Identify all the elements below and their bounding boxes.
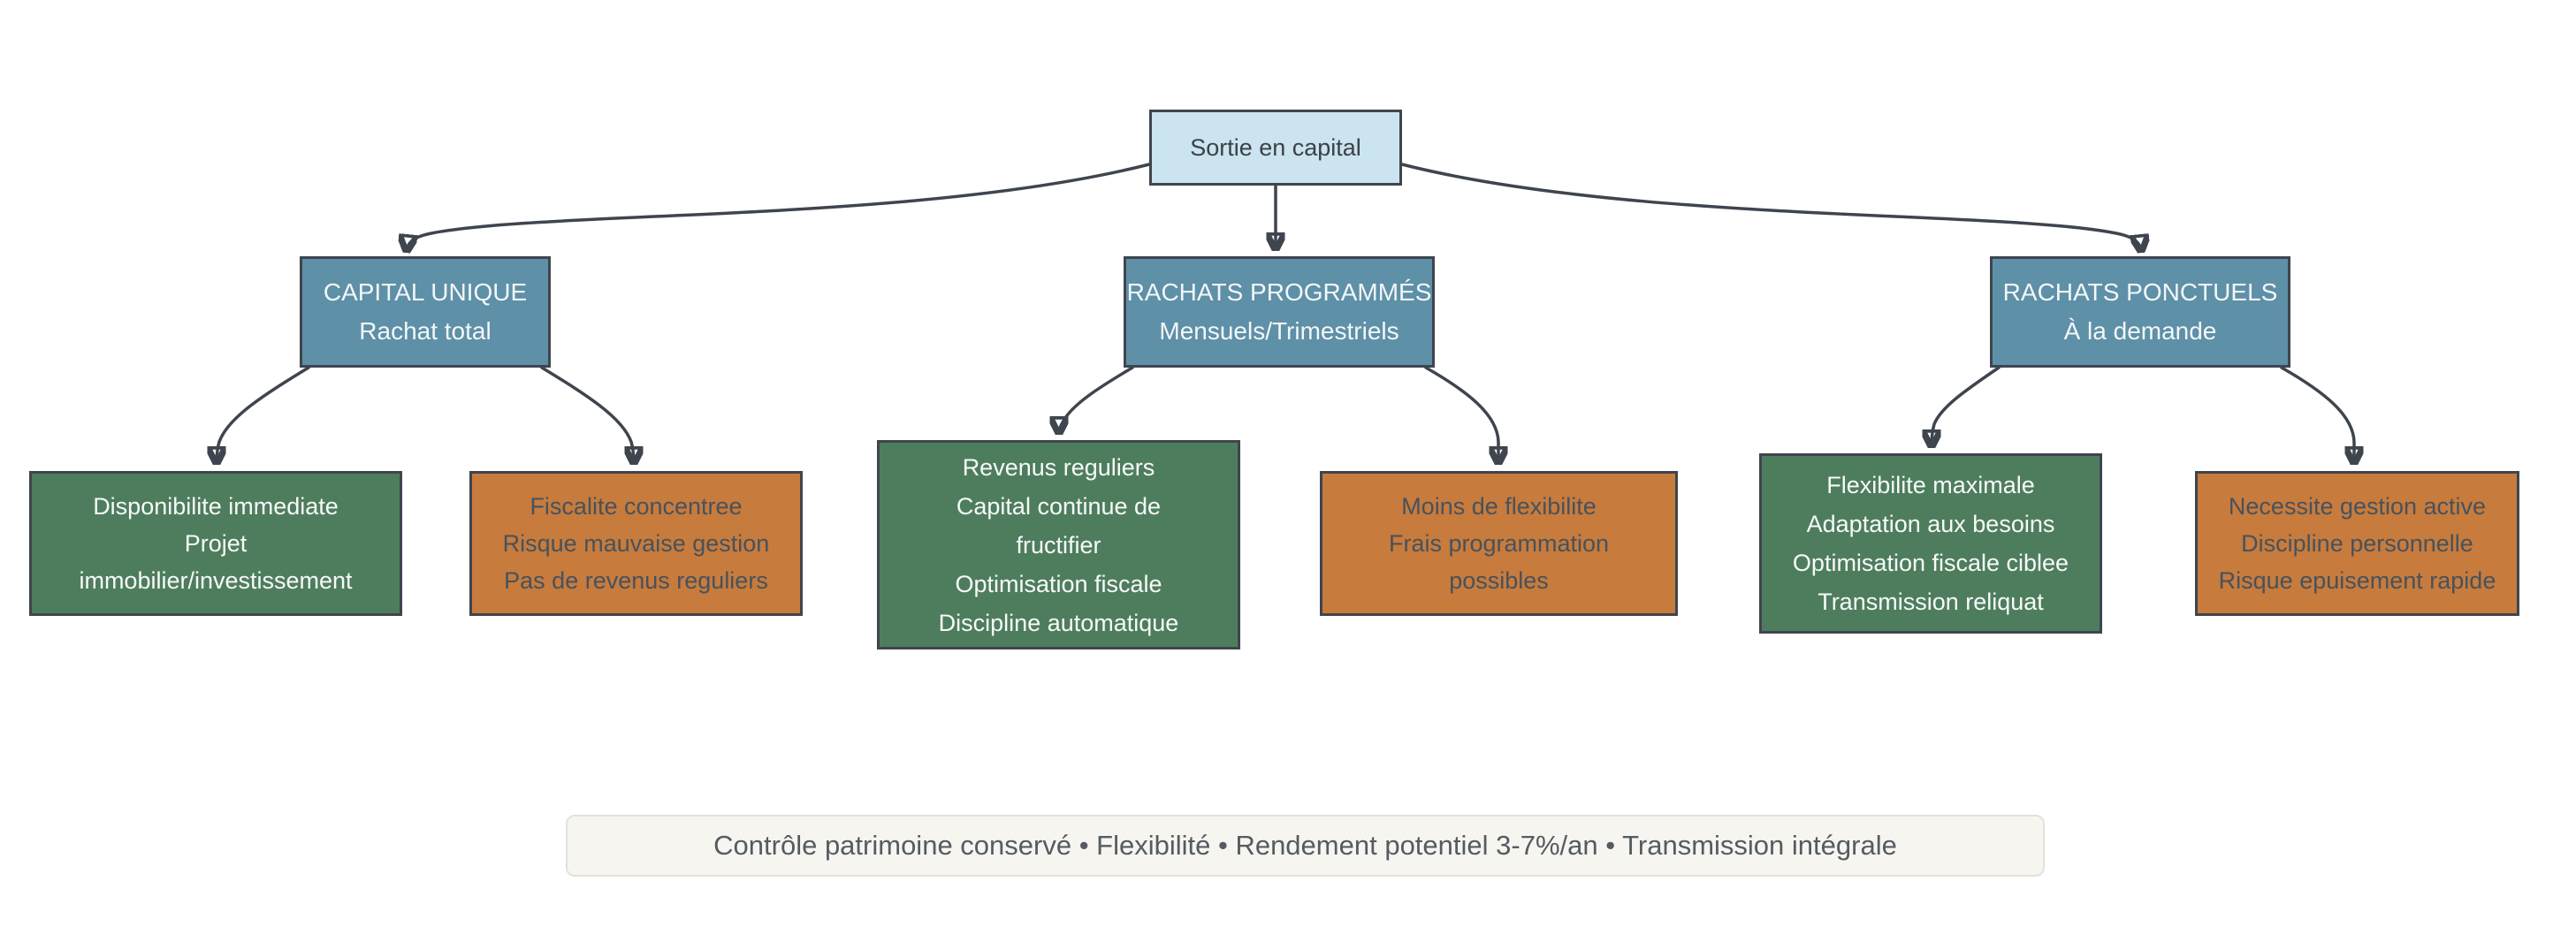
node-line: Projet bbox=[184, 530, 248, 557]
node-line: fructifier bbox=[1016, 531, 1101, 558]
node-rachats-ponctuels-pros: Flexibilite maximale Adaptation aux beso… bbox=[1759, 453, 2102, 634]
node-line: immobilier/investissement bbox=[79, 567, 353, 594]
node-line: Transmission reliquat bbox=[1818, 589, 2044, 615]
summary-banner: Contrôle patrimoine conservé • Flexibili… bbox=[566, 815, 2045, 877]
branch-subtitle: Mensuels/Trimestriels bbox=[1159, 317, 1399, 345]
branch-title: CAPITAL UNIQUE bbox=[323, 278, 528, 306]
node-rachats-ponctuels-cons: Necessite gestion active Discipline pers… bbox=[2195, 471, 2519, 616]
node-line: Discipline personnelle bbox=[2241, 530, 2473, 557]
node-line: Capital continue de bbox=[956, 492, 1162, 520]
node-line: Pas de revenus reguliers bbox=[504, 567, 768, 594]
branch-subtitle: Rachat total bbox=[359, 317, 492, 345]
node-line: Fiscalite concentree bbox=[530, 493, 743, 520]
node-capital-unique: CAPITAL UNIQUE Rachat total bbox=[300, 256, 551, 368]
edge-capital-unique-to-pros bbox=[217, 366, 310, 463]
edge-rachats-programmes-to-cons bbox=[1424, 366, 1498, 463]
node-rachats-programmes-cons: Moins de flexibilite Frais programmation… bbox=[1320, 471, 1678, 616]
node-line: Risque epuisement rapide bbox=[2218, 567, 2496, 594]
node-line: Moins de flexibilite bbox=[1401, 493, 1597, 520]
node-line: Discipline automatique bbox=[938, 609, 1179, 636]
node-rachats-ponctuels: RACHATS PONCTUELS À la demande bbox=[1990, 256, 2290, 368]
edge-root-to-rachats-ponctuels bbox=[1400, 163, 2141, 251]
node-line: Optimisation fiscale ciblee bbox=[1792, 550, 2069, 576]
node-line: Frais programmation bbox=[1388, 530, 1610, 557]
branch-title: RACHATS PROGRAMMÉS bbox=[1126, 278, 1432, 306]
node-root: Sortie en capital bbox=[1149, 110, 1402, 186]
branch-subtitle: À la demande bbox=[2063, 317, 2217, 345]
node-rachats-programmes-pros: Revenus reguliers Capital continue de fr… bbox=[877, 440, 1240, 650]
node-root-label: Sortie en capital bbox=[1190, 133, 1361, 161]
node-capital-unique-cons: Fiscalite concentree Risque mauvaise ges… bbox=[469, 471, 803, 616]
edge-rachats-ponctuels-to-cons bbox=[2280, 366, 2354, 463]
node-line: Optimisation fiscale bbox=[955, 570, 1162, 597]
edge-rachats-programmes-to-pros bbox=[1059, 366, 1134, 433]
node-rachats-programmes: RACHATS PROGRAMMÉS Mensuels/Trimestriels bbox=[1124, 256, 1435, 368]
node-line: Adaptation aux besoins bbox=[1806, 511, 2055, 537]
branch-title: RACHATS PONCTUELS bbox=[2002, 278, 2278, 306]
node-capital-unique-pros: Disponibilite immediate Projet immobilie… bbox=[29, 471, 402, 616]
node-line: Revenus reguliers bbox=[962, 453, 1155, 481]
node-line: Necessite gestion active bbox=[2228, 493, 2487, 520]
node-line: Disponibilite immediate bbox=[93, 493, 339, 520]
summary-text: Contrôle patrimoine conservé • Flexibili… bbox=[713, 830, 1897, 861]
edge-capital-unique-to-cons bbox=[540, 366, 634, 463]
node-line: Risque mauvaise gestion bbox=[502, 530, 770, 557]
edge-root-to-capital-unique bbox=[407, 163, 1151, 251]
edge-rachats-ponctuels-to-pros bbox=[1932, 366, 2001, 446]
node-line: Flexibilite maximale bbox=[1826, 472, 2035, 498]
node-line: possibles bbox=[1449, 567, 1549, 594]
